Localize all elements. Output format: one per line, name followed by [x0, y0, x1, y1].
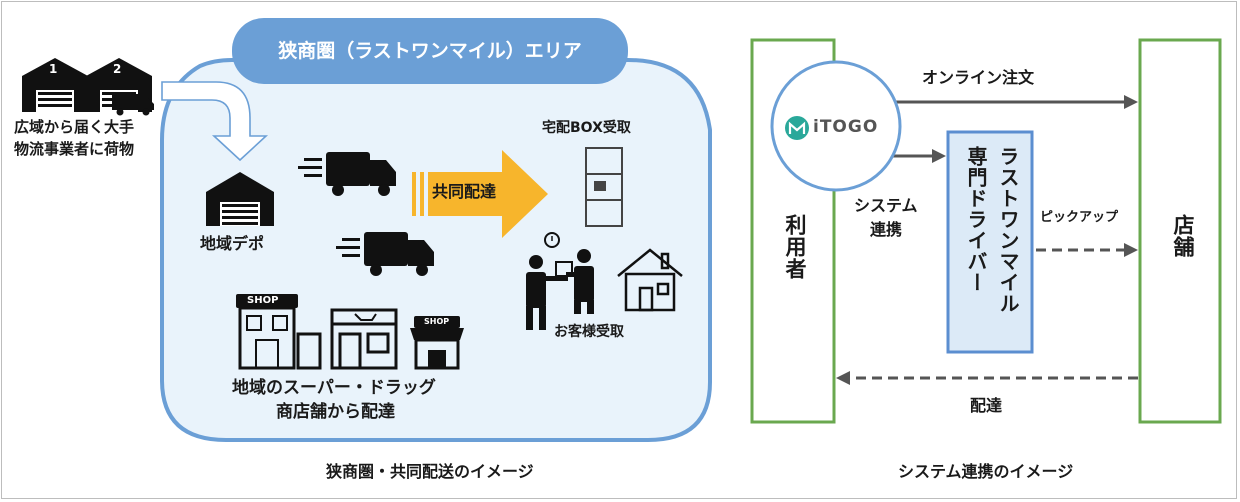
depot-label: 地域デポ [200, 234, 265, 253]
online-order-label: オンライン注文 [922, 68, 1035, 87]
warehouse-number-2: 2 [113, 62, 122, 76]
system-link-line2: 連携 [870, 220, 903, 239]
carrier-label-line1: 広域から届く大手 [14, 118, 135, 136]
driver-label-line2: 専門ドライバー [964, 146, 988, 293]
store-column [1138, 38, 1222, 424]
delivery-label: 配達 [970, 396, 1003, 415]
delivery-truck-icon [298, 152, 396, 196]
right-caption: システム連携のイメージ [898, 462, 1074, 481]
left-caption: 狭商圏・共同配送のイメージ [326, 462, 534, 481]
online-order-arrow [896, 95, 1138, 109]
itogo-mark-icon [785, 116, 809, 140]
small-truck-icon [112, 94, 154, 116]
system-link-line1: システム [854, 196, 918, 215]
shop-sign-2: SHOP [424, 317, 450, 326]
driver-label-line1: ラストワンマイル [996, 146, 1020, 314]
system-link-arrow [892, 149, 946, 163]
user-label: 利用者 [783, 214, 807, 280]
stores-label-line1: 地域のスーパー・ドラッグ [232, 378, 436, 398]
area-title-pill: 狭商圏（ラストワンマイル）エリア [232, 18, 628, 84]
customer-label: お客様受取 [554, 324, 624, 340]
shop-sign-1: SHOP [247, 295, 279, 306]
house-icon [617, 248, 683, 312]
convenience-store-icon [330, 308, 398, 370]
itogo-logo-text: iTOGO [813, 117, 879, 137]
pickup-label: ピックアップ [1040, 210, 1119, 225]
driver-box [946, 130, 1034, 354]
delivery-arrow [836, 371, 1138, 385]
area-title: 狭商圏（ラストワンマイル）エリア [278, 40, 582, 62]
pickup-arrow [1036, 243, 1138, 257]
itogo-logo-circle [770, 60, 902, 192]
shop-building-icon [236, 294, 322, 370]
joint-delivery-arrow [412, 150, 548, 238]
inbound-arrow [161, 81, 269, 162]
box-label: 宅配BOX受取 [542, 120, 631, 136]
carrier-label-line2: 物流事業者に荷物 [14, 140, 135, 158]
joint-delivery-label: 共同配達 [432, 182, 497, 201]
warehouse-number-1: 1 [49, 62, 58, 76]
delivery-box-icon [585, 147, 623, 227]
shop-stall-icon [410, 316, 464, 370]
delivery-truck-icon [336, 232, 434, 276]
handover-people-icon [526, 232, 594, 330]
store-label: 店舗 [1171, 214, 1195, 258]
depot-icon [206, 172, 274, 226]
stores-label-line2: 商店舗から配達 [276, 402, 395, 422]
